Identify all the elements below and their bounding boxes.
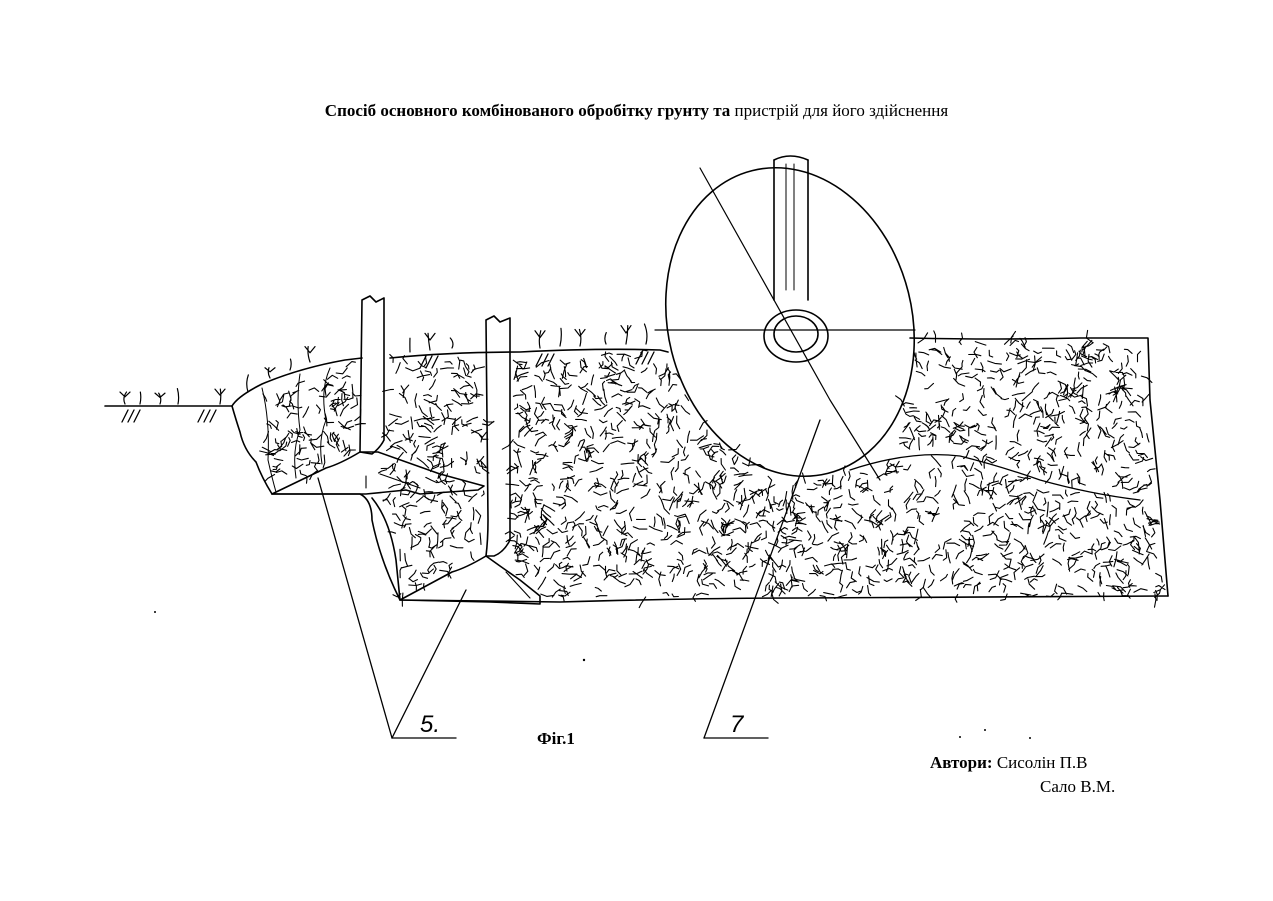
plough-disc [634,141,946,503]
figure-caption: Фіг.1 [537,729,575,748]
label-5: 5. [420,711,440,738]
disc-shaft [764,156,828,362]
authors-block: Автори: Сисолін П.В Сало В.М. [930,751,1115,799]
scan-specks [154,611,1031,739]
label-7: 7 [730,711,745,738]
author-1: Сисолін П.В [997,753,1088,772]
leader-lines-5 [318,478,466,738]
soil-texture [260,330,1165,607]
plough-shank-1 [272,296,484,494]
authors-label: Автори: [930,753,993,772]
furrow-wall-middle [372,498,400,600]
author-2: Сало В.М. [1040,777,1115,796]
authors-row-2: Сало В.М. [930,775,1115,799]
authors-row-1: Автори: Сисолін П.В [930,751,1115,775]
furrow-bottom-lower [272,494,1168,602]
